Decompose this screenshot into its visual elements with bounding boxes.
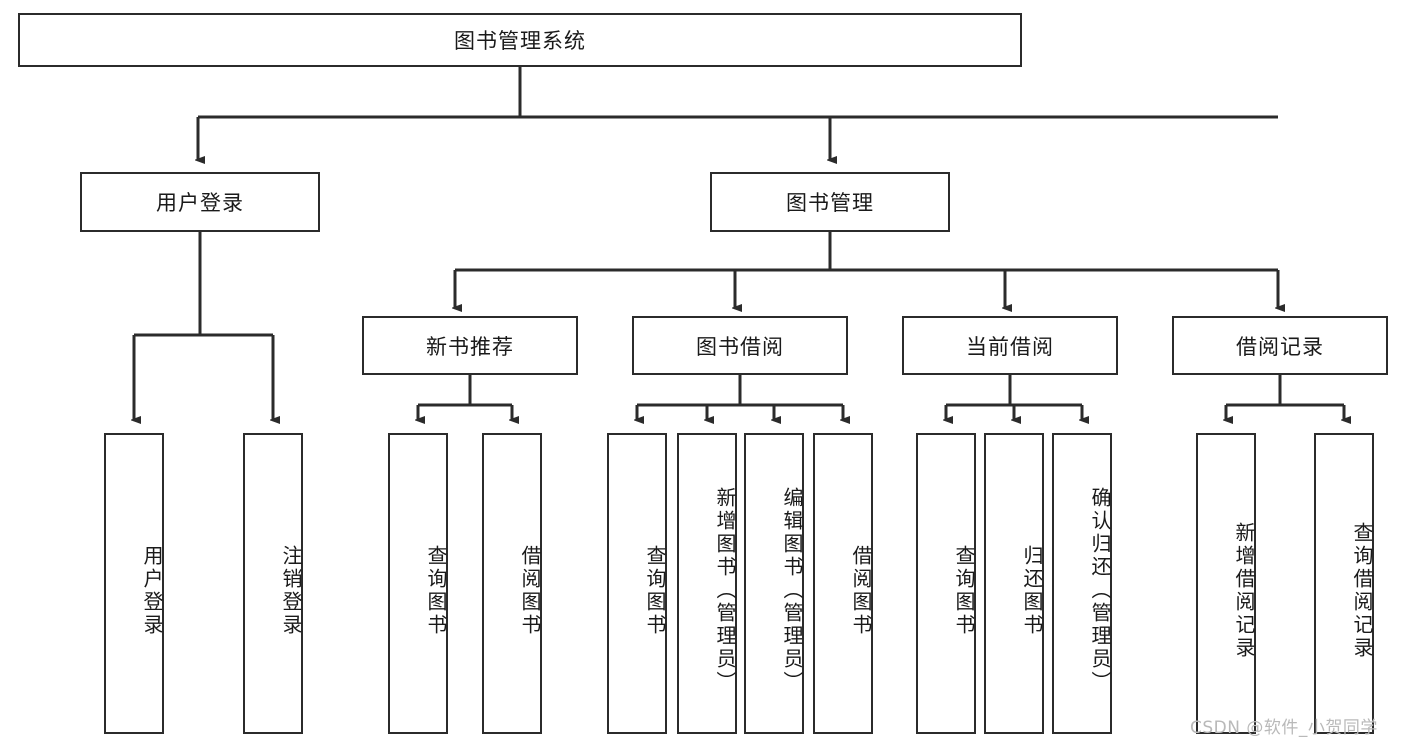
- node-root-label: 图书管理系统: [454, 29, 586, 53]
- node-leaf-return-book-label: 归还图书: [1020, 544, 1044, 637]
- node-leaf-borrow-book-a[interactable]: 借阅图书: [482, 433, 542, 734]
- node-new-book-recommend[interactable]: 新书推荐: [362, 316, 578, 375]
- csdn-watermark: CSDN @软件_小贺同学: [1190, 718, 1378, 738]
- node-user-login-label: 用户登录: [156, 191, 244, 215]
- node-book-management-label: 图书管理: [786, 191, 874, 215]
- node-root[interactable]: 图书管理系统: [18, 13, 1022, 67]
- node-book-management[interactable]: 图书管理: [710, 172, 950, 232]
- node-leaf-borrow-book-b-label: 借阅图书: [849, 544, 873, 637]
- node-leaf-query-book-c[interactable]: 查询图书: [916, 433, 976, 734]
- node-leaf-query-book-b-label: 查询图书: [643, 544, 667, 637]
- node-leaf-borrow-book-a-label: 借阅图书: [518, 544, 542, 637]
- node-leaf-query-book-b[interactable]: 查询图书: [607, 433, 667, 734]
- node-leaf-query-book-c-label: 查询图书: [952, 544, 976, 637]
- node-book-borrow-label: 图书借阅: [696, 334, 784, 359]
- node-borrow-record[interactable]: 借阅记录: [1172, 316, 1388, 375]
- node-current-borrow[interactable]: 当前借阅: [902, 316, 1118, 375]
- node-book-borrow[interactable]: 图书借阅: [632, 316, 848, 375]
- node-new-book-recommend-label: 新书推荐: [426, 334, 514, 359]
- node-leaf-add-record-label: 新增借阅记录: [1232, 521, 1256, 660]
- node-leaf-query-record-label: 查询借阅记录: [1350, 521, 1374, 660]
- node-leaf-confirm-return[interactable]: 确认归还（管理员）: [1052, 433, 1112, 734]
- node-borrow-record-label: 借阅记录: [1236, 334, 1324, 359]
- node-leaf-edit-book-label: 编辑图书（管理员）: [780, 487, 804, 694]
- node-leaf-add-record[interactable]: 新增借阅记录: [1196, 433, 1256, 734]
- node-leaf-logout-label: 注销登录: [279, 544, 303, 637]
- node-leaf-return-book[interactable]: 归还图书: [984, 433, 1044, 734]
- node-leaf-query-book-a[interactable]: 查询图书: [388, 433, 448, 734]
- node-leaf-query-book-a-label: 查询图书: [424, 544, 448, 637]
- node-leaf-user-login[interactable]: 用户登录: [104, 433, 164, 734]
- node-current-borrow-label: 当前借阅: [966, 334, 1054, 359]
- node-leaf-add-book-label: 新增图书（管理员）: [713, 487, 737, 694]
- node-leaf-logout[interactable]: 注销登录: [243, 433, 303, 734]
- node-leaf-add-book[interactable]: 新增图书（管理员）: [677, 433, 737, 734]
- node-user-login[interactable]: 用户登录: [80, 172, 320, 232]
- node-leaf-borrow-book-b[interactable]: 借阅图书: [813, 433, 873, 734]
- node-leaf-query-record[interactable]: 查询借阅记录: [1314, 433, 1374, 734]
- node-leaf-edit-book[interactable]: 编辑图书（管理员）: [744, 433, 804, 734]
- node-leaf-user-login-label: 用户登录: [140, 544, 164, 637]
- node-leaf-confirm-return-label: 确认归还（管理员）: [1088, 487, 1112, 694]
